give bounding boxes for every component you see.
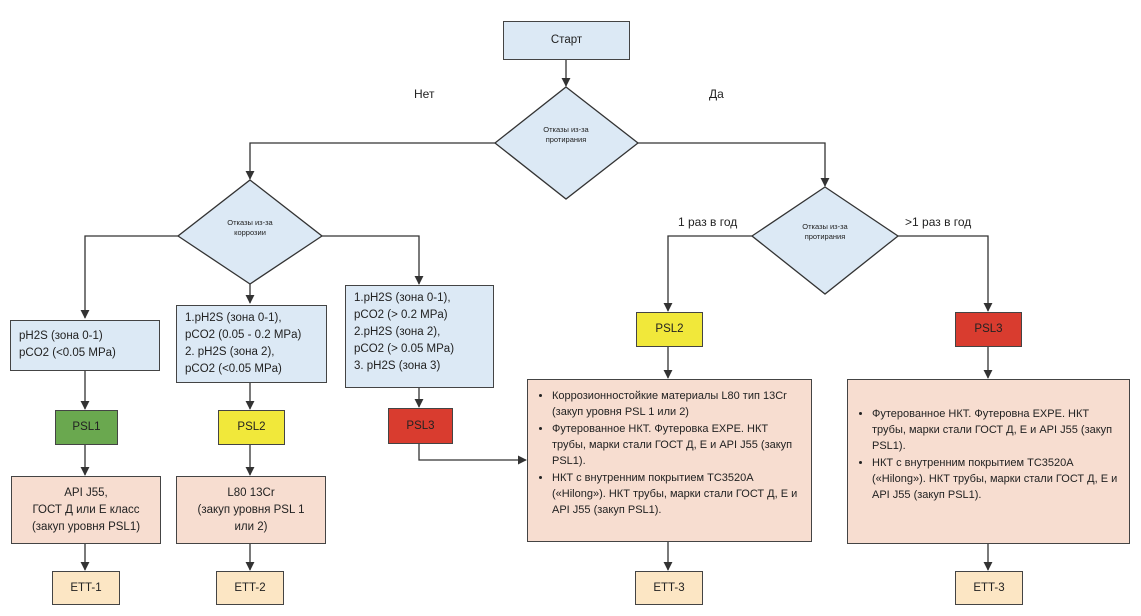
decision-top-text: Отказы из-за протирания — [526, 125, 606, 145]
arrow-psl3-mat3 — [418, 444, 527, 465]
condition-line: 2.pH2S (зона 2), — [354, 326, 441, 338]
material-line: ГОСТ Д или Е класс — [32, 503, 140, 516]
arrow-to-cond3 — [322, 235, 424, 285]
start-label: Старт — [550, 34, 583, 46]
ett2-box: ETT-2 — [216, 571, 284, 605]
condition-line: pH2S (зона 0-1) — [19, 330, 103, 342]
decision-top-line: протирания — [545, 135, 587, 144]
decision-top-line: Отказы из-за — [543, 125, 589, 134]
material-bullet: Коррозионностойкие материалы L80 тип 13C… — [552, 388, 801, 420]
ett-label: ETT-1 — [70, 581, 102, 594]
material-line: API J55, — [64, 486, 108, 499]
psl2-box-left: PSL2 — [218, 410, 285, 445]
condition-line: pCO2 (> 0.2 MPa) — [354, 309, 448, 321]
psl3-box-left: PSL3 — [388, 408, 453, 444]
ett4-box: ETT-3 — [955, 571, 1023, 605]
condition-line: pCO2 (<0.05 MPa) — [185, 363, 282, 375]
psl-label: PSL3 — [406, 419, 435, 432]
decision-left-line: Отказы из-за — [227, 218, 273, 227]
condition-line: 3. pH2S (зона 3) — [354, 360, 441, 372]
material-box-1: API J55, ГОСТ Д или Е класс (закуп уровн… — [11, 476, 161, 544]
material-line: L80 13Cr — [227, 486, 275, 499]
condition-line: 1.pH2S (зона 0-1), — [354, 292, 451, 304]
ett-label: ETT-2 — [234, 581, 266, 594]
material-box-2: L80 13Cr (закуп уровня PSL 1 или 2) — [176, 476, 326, 544]
decision-right-diamond — [750, 186, 900, 295]
arrow-yes-branch — [638, 142, 830, 187]
material-box-4: Футерованное НКТ. Футеровна EXPE. НКТ тр… — [847, 379, 1130, 544]
psl-label: PSL3 — [974, 323, 1003, 335]
decision-right-line: Отказы из-за — [802, 222, 848, 231]
psl-label: PSL2 — [237, 421, 266, 433]
decision-top-diamond — [493, 86, 640, 200]
ett1-box: ETT-1 — [52, 571, 120, 605]
condition-line: pCO2 (0.05 - 0.2 MPa) — [185, 329, 302, 341]
material-line: или 2) — [234, 520, 268, 533]
ett3-box: ETT-3 — [635, 571, 703, 605]
material-bullet: Футерованное НКТ. Футеровка EXPE. НКТ тр… — [552, 421, 801, 469]
condition-box-1: pH2S (зона 0-1) pCO2 (<0.05 MPa) — [10, 320, 160, 371]
condition-box-2: 1.pH2S (зона 0-1), pCO2 (0.05 - 0.2 MPa)… — [176, 305, 327, 383]
psl-label: PSL1 — [72, 421, 101, 433]
material-line: (закуп уровня PSL 1 — [197, 503, 305, 516]
material-line: (закуп уровня PSL1) — [31, 520, 141, 533]
condition-box-3: 1.pH2S (зона 0-1), pCO2 (> 0.2 MPa) 2.pH… — [345, 285, 494, 388]
material-bullet: НКТ с внутренним покрытием TC3520A («Hil… — [552, 470, 801, 518]
ett-label: ETT-3 — [973, 581, 1005, 594]
condition-line: 2. pH2S (зона 2), — [185, 346, 275, 358]
branch-no-label: Нет — [414, 87, 435, 101]
psl2-box-right: PSL2 — [636, 312, 703, 347]
arrow-to-right-psl3 — [898, 235, 993, 312]
condition-line: 1.pH2S (зона 0-1), — [185, 312, 282, 324]
decision-left-text: Отказы из-за коррозии — [210, 218, 290, 238]
psl1-box: PSL1 — [55, 410, 118, 445]
material-bullet: Футерованное НКТ. Футеровна EXPE. НКТ тр… — [872, 406, 1119, 454]
arrow-to-cond1 — [80, 235, 178, 319]
start-box: Старт — [503, 21, 630, 60]
ett-label: ETT-3 — [653, 581, 685, 594]
material-box-3: Коррозионностойкие материалы L80 тип 13C… — [527, 379, 812, 542]
psl-label: PSL2 — [655, 323, 684, 335]
decision-right-line: протирания — [804, 232, 846, 241]
condition-line: pCO2 (> 0.05 MPa) — [354, 343, 455, 355]
branch-once-label: 1 раз в год — [678, 215, 738, 229]
decision-right-text: Отказы из-за протирания — [785, 222, 865, 242]
decision-left-line: коррозии — [234, 228, 266, 237]
branch-yes-label: Да — [709, 87, 724, 101]
arrow-no-branch — [245, 142, 495, 180]
arrow-to-right-psl2 — [663, 235, 752, 312]
decision-left-diamond — [176, 179, 324, 285]
branch-more-label: >1 раз в год — [905, 215, 972, 229]
condition-line: pCO2 (<0.05 MPa) — [19, 347, 116, 359]
psl3-box-right: PSL3 — [955, 312, 1022, 347]
material-bullet: НКТ с внутренним покрытием TC3520A («Hil… — [872, 455, 1119, 503]
